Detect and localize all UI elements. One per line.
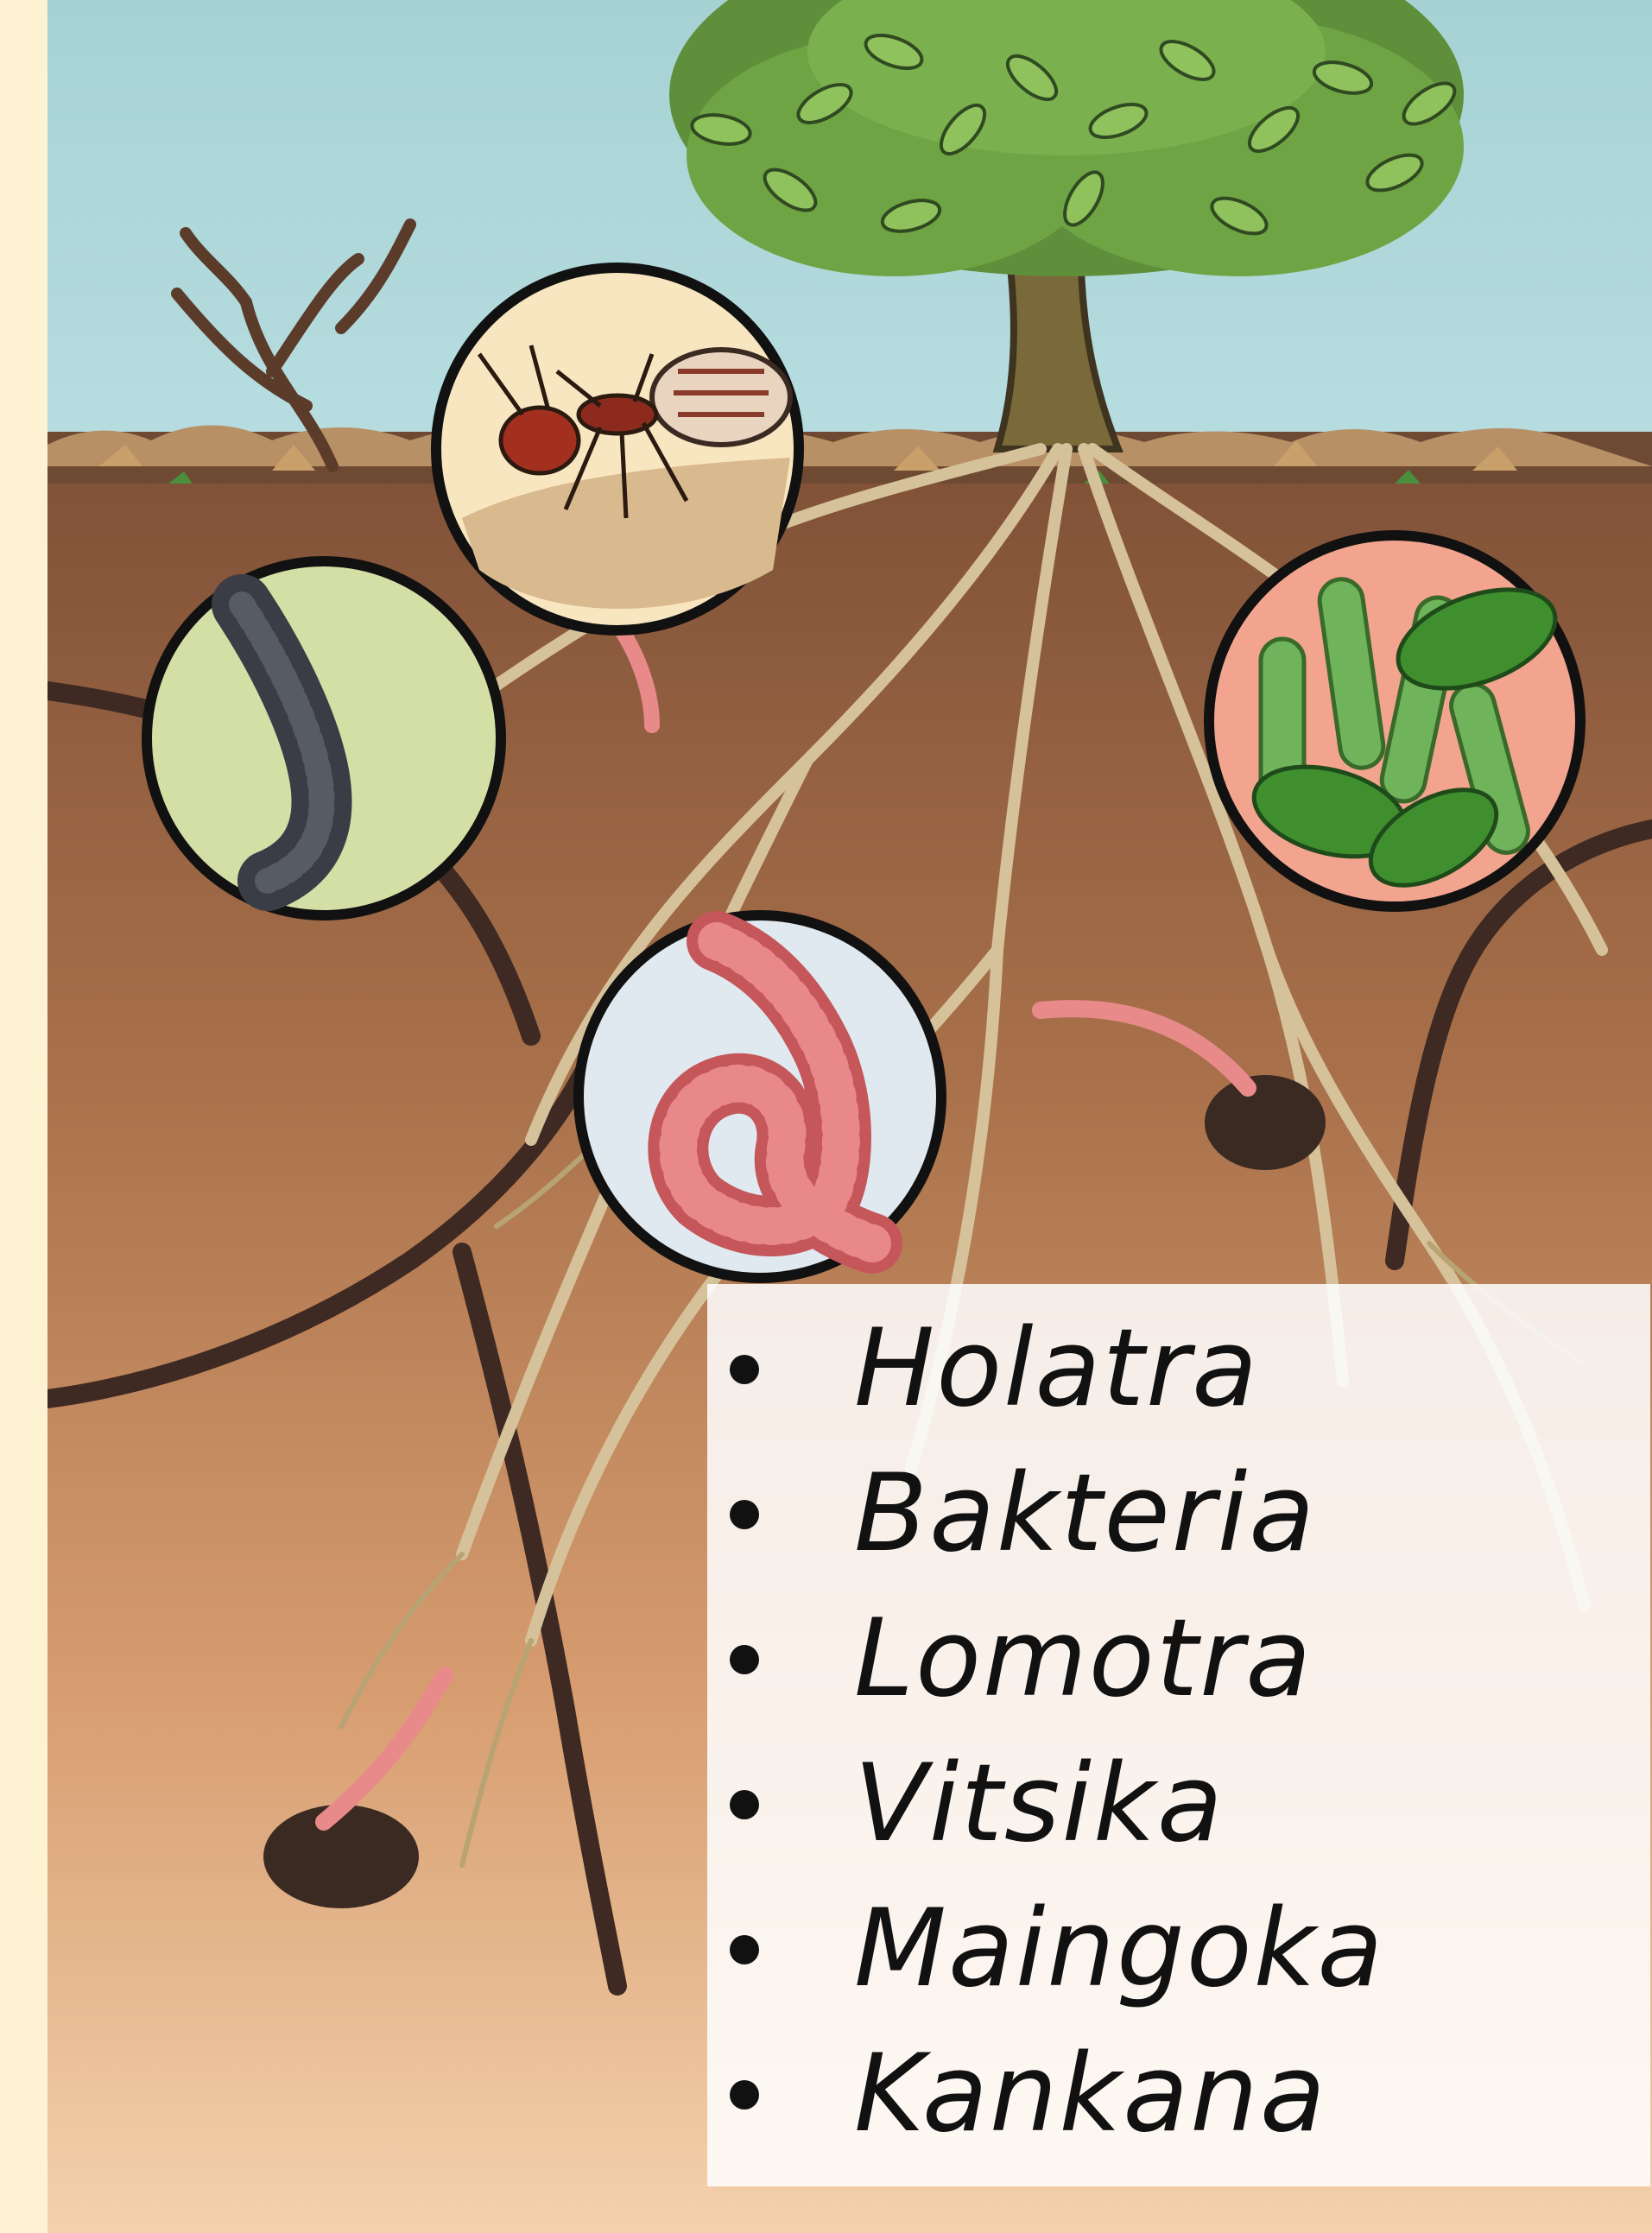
earthworm-inset — [570, 907, 950, 1287]
bullet-icon — [730, 1935, 759, 1964]
bullet-icon — [730, 2080, 759, 2110]
bullet-icon — [730, 1790, 759, 1819]
list-item: Holatra — [707, 1296, 1650, 1441]
term-label: Maingoka — [854, 1887, 1384, 2011]
term-list-panel: Holatra Bakteria Lomotra Vitsika Maingok… — [707, 1284, 1650, 2186]
list-item: Lomotra — [707, 1586, 1650, 1731]
bullet-icon — [730, 1500, 759, 1529]
term-label: Holatra — [854, 1306, 1259, 1431]
list-item: Bakteria — [707, 1441, 1650, 1586]
ant-inset — [427, 259, 807, 639]
bacteria-inset — [1200, 527, 1589, 915]
term-label: Kankana — [854, 2032, 1327, 2156]
term-label: Bakteria — [854, 1452, 1316, 1576]
list-item: Maingoka — [707, 1876, 1650, 2021]
term-label: Lomotra — [854, 1597, 1313, 1721]
list-item: Kankana — [707, 2021, 1650, 2167]
bullet-icon — [730, 1355, 759, 1384]
soil-scene: Holatra Bakteria Lomotra Vitsika Maingok… — [47, 0, 1652, 2233]
bullet-icon — [730, 1645, 759, 1674]
leaf-litter — [47, 426, 1652, 489]
term-list: Holatra Bakteria Lomotra Vitsika Maingok… — [707, 1284, 1650, 2167]
list-item: Vitsika — [707, 1731, 1650, 1876]
term-label: Vitsika — [854, 1742, 1225, 1866]
